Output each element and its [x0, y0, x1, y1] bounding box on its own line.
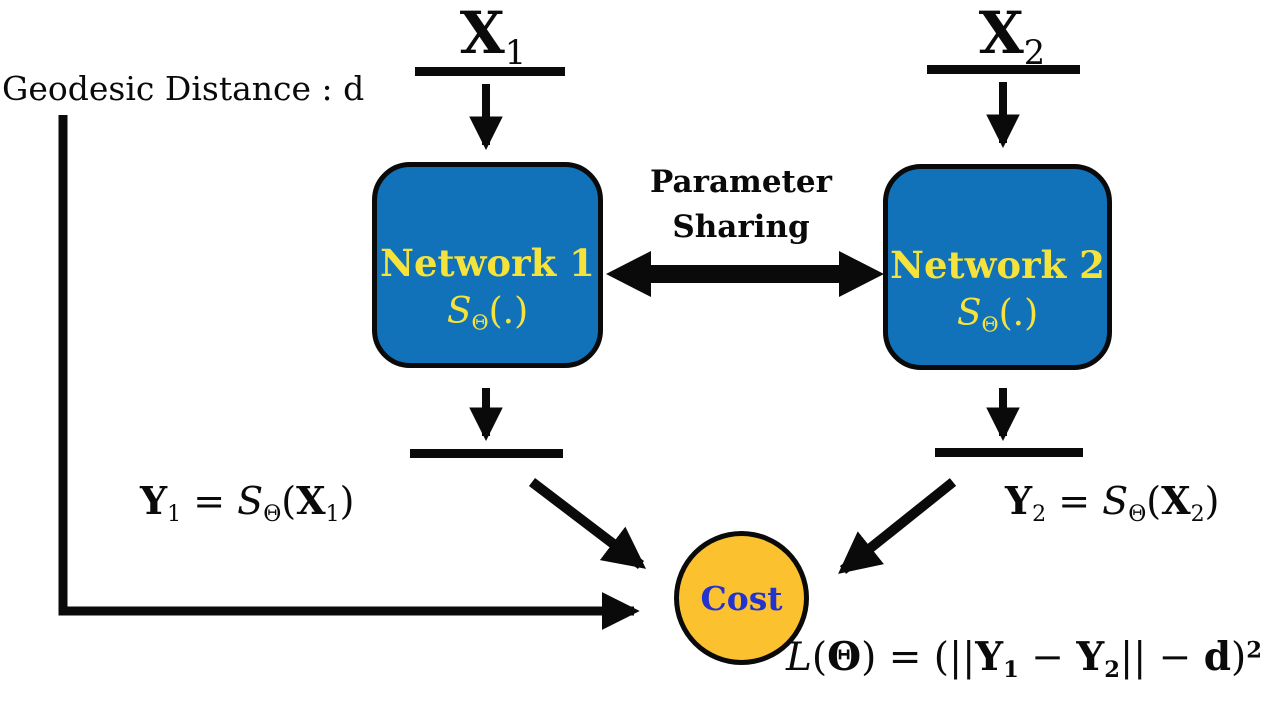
network2-function-label: SΘ(.)	[956, 292, 1039, 337]
input-x2-label: X2	[978, 0, 1046, 72]
network1-function-label: SΘ(.)	[446, 290, 529, 335]
loss-equation: L(Θ) = (||Y1 − Y2|| − d)2	[786, 634, 1262, 684]
parameter-sharing-line2: Sharing	[672, 208, 810, 245]
network1-label: Network 1	[380, 240, 595, 285]
parameter-sharing-arrow	[606, 251, 884, 297]
output-y1-bar	[410, 449, 563, 458]
cost-node: Cost	[674, 531, 809, 665]
output-y2-bar	[935, 448, 1083, 457]
geodesic-arrow	[58, 115, 640, 630]
parameter-sharing-line1: Parameter	[650, 164, 832, 200]
network1-box: Network 1 SΘ(.)	[372, 162, 603, 368]
network2-label: Network 2	[890, 242, 1105, 287]
input-x2-bar	[927, 65, 1080, 74]
input-x1-label: X1	[459, 0, 527, 72]
y2-equation: Y2 = SΘ(X2)	[1005, 478, 1220, 528]
y2-to-cost-arrow	[838, 478, 957, 574]
parameter-sharing-label: Parameter Sharing	[627, 160, 855, 250]
network2-box: Network 2 SΘ(.)	[883, 164, 1112, 370]
y1-equation: Y1 = SΘ(X1)	[140, 478, 355, 528]
cost-label: Cost	[700, 578, 783, 618]
y1-to-cost-arrow	[528, 478, 647, 569]
geodesic-distance-label: Geodesic Distance : d	[2, 69, 365, 108]
input-x1-bar	[415, 67, 565, 76]
